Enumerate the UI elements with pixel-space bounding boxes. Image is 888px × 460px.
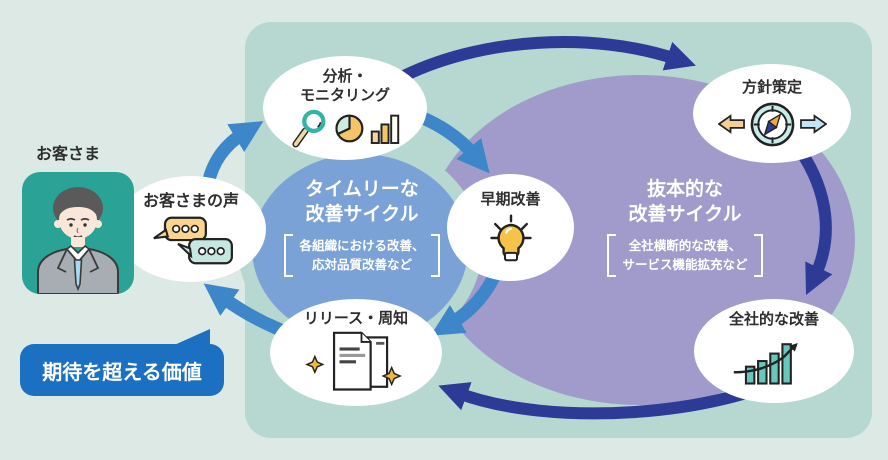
customer-label: お客さま [36, 146, 101, 163]
drastic-cycle-note: 全社横断的な改善、 サービス機能拡充など [580, 234, 790, 277]
drastic-cycle-caption: 抜本的な 改善サイクル 全社横断的な改善、 サービス機能拡充など [580, 178, 790, 277]
left-block-arrow-icon [717, 114, 745, 135]
left-bracket [284, 234, 294, 277]
left-bracket [607, 234, 617, 277]
compass-icon [750, 102, 794, 147]
value-badge-tail [172, 329, 210, 346]
node-label: 方針策定 [741, 79, 802, 97]
arrow-voice-to-analysis [201, 121, 264, 191]
node-customer-voice: お客さまの声 [116, 176, 266, 282]
node-analysis-monitoring: 分析・ モニタリング [263, 56, 427, 160]
magnifier-icon [291, 109, 325, 148]
timely-cycle-note: 各組織における改善、 応対品質改善など [257, 234, 467, 277]
right-bracket [430, 234, 440, 277]
node-early-improvement: 早期改善 [447, 174, 574, 281]
node-label: リリース・周知 [303, 309, 409, 327]
right-block-arrow-icon [799, 114, 827, 135]
node-label: 全社的な改善 [728, 311, 819, 329]
right-bracket [753, 234, 763, 277]
timely-cycle-title: タイムリーな 改善サイクル [305, 179, 419, 225]
value-badge-label: 期待を超える価値 [42, 361, 202, 384]
node-label: 分析・ モニタリング [299, 67, 390, 104]
node-policy-planning: 方針策定 [693, 64, 851, 163]
speech-bubbles-icon [153, 216, 233, 264]
node-label: 早期改善 [480, 190, 541, 208]
person-illustration [37, 187, 119, 294]
value-badge: 期待を超える価値 [20, 329, 224, 396]
node-companywide-improvement: 全社的な改善 [694, 299, 854, 403]
node-label: お客さまの声 [142, 192, 239, 210]
node-release-notify: リリース・周知 [270, 299, 442, 406]
pie-chart-icon [334, 114, 363, 143]
growth-chart-icon [733, 342, 798, 385]
bar-chart-icon [370, 114, 399, 145]
customer-avatar [22, 172, 134, 294]
documents-icon [305, 332, 402, 391]
drastic-cycle-title: 抜本的な 改善サイクル [628, 179, 742, 225]
lightbulb-icon [489, 214, 532, 262]
timely-cycle-caption: タイムリーな 改善サイクル 各組織における改善、 応対品質改善など [257, 178, 467, 277]
